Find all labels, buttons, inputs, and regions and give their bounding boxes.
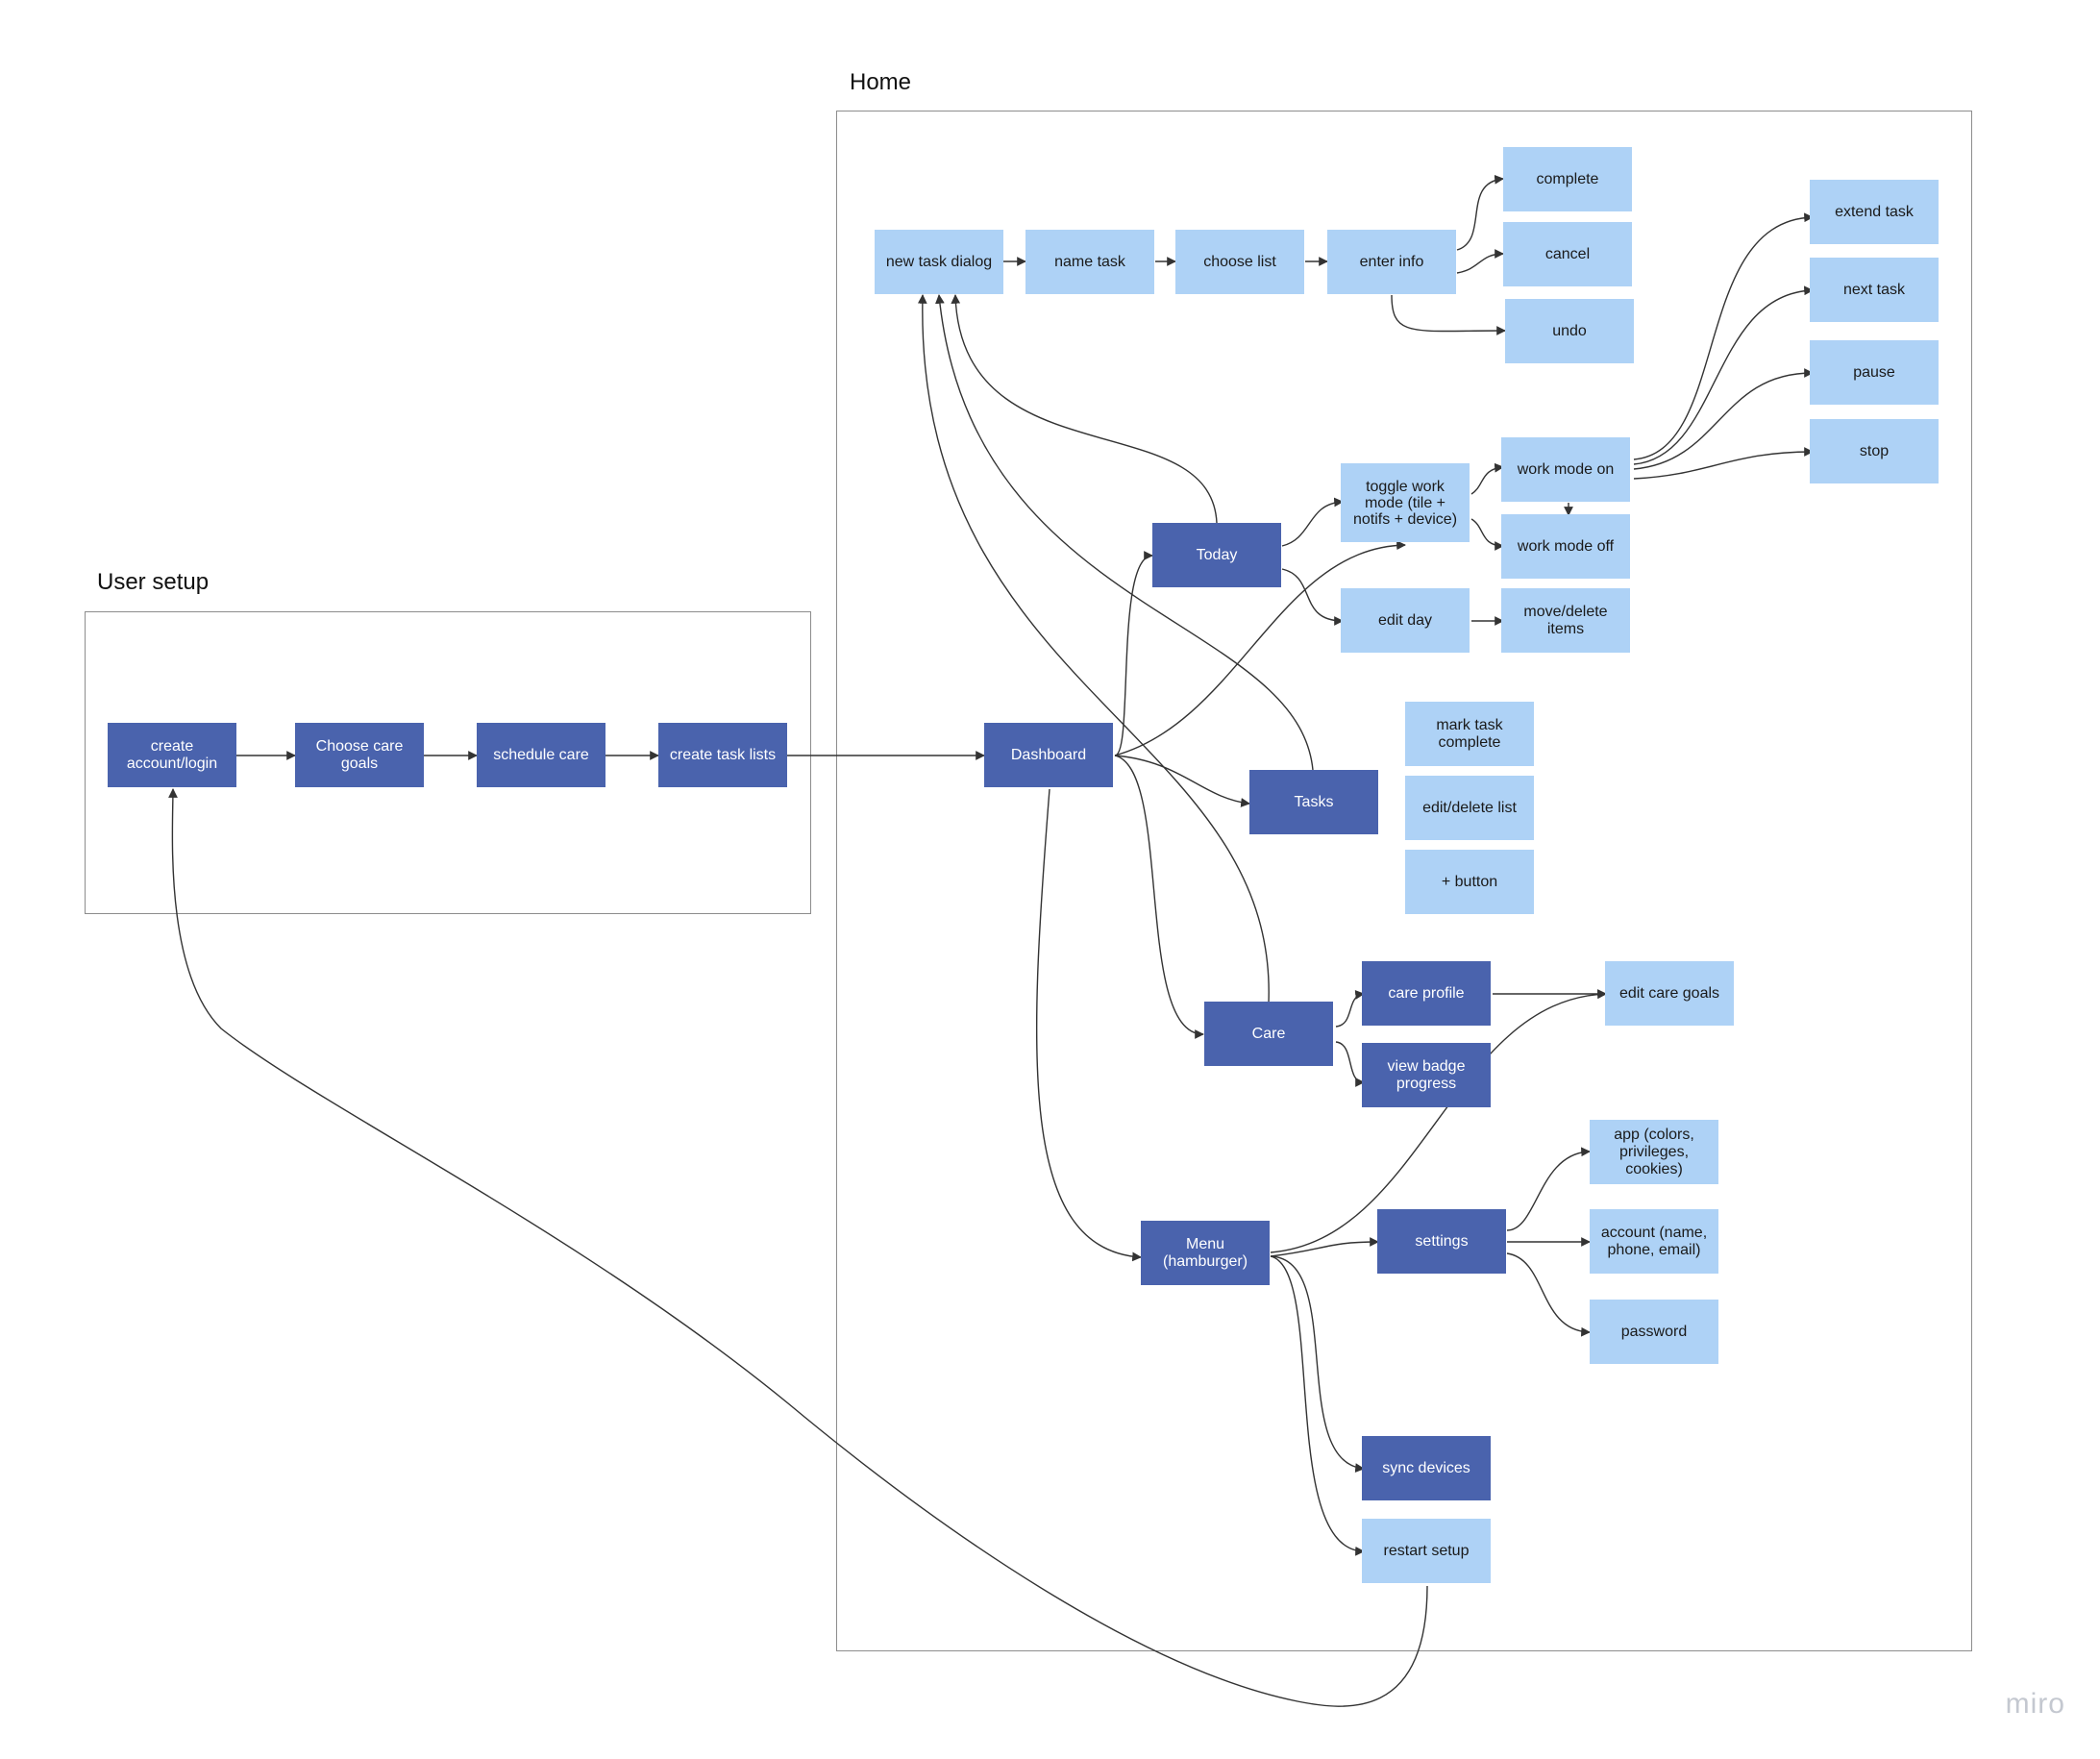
edge-care-to-dialog [917,294,1270,1003]
edge-toggle-to-on [1470,462,1504,495]
edge-on-to-next [1633,285,1814,465]
node-care-profile[interactable]: care profile [1362,961,1491,1026]
miro-watermark: miro [2005,1688,2065,1720]
node-mark-task-complete[interactable]: mark task complete [1405,702,1534,766]
edge-dashboard-to-toggle [1114,540,1406,756]
node-edit-care-goals[interactable]: edit care goals [1605,961,1734,1026]
node-dashboard[interactable]: Dashboard [984,723,1113,787]
node-app-settings[interactable]: app (colors, privileges, cookies) [1590,1120,1718,1184]
node-extend-task[interactable]: extend task [1810,180,1939,244]
node-create-account[interactable]: create account/login [108,723,236,787]
node-move-delete-items[interactable]: move/delete items [1501,588,1630,653]
node-today[interactable]: Today [1152,523,1281,587]
node-schedule-care[interactable]: schedule care [477,723,605,787]
edge-info-to-undo [1391,294,1506,335]
frame-title-user-setup: User setup [97,569,210,595]
node-toggle-work-mode[interactable]: toggle work mode (tile + notifs + device… [1341,463,1470,542]
edge-menu-to-settings [1270,1237,1379,1257]
edge-today-to-dialog [951,294,1218,524]
node-sync-devices[interactable]: sync devices [1362,1436,1491,1500]
edge-today-to-editday [1281,568,1344,626]
node-care[interactable]: Care [1204,1002,1333,1066]
edge-care-to-badge [1335,1041,1365,1087]
node-new-task-dialog[interactable]: new task dialog [875,230,1003,294]
node-tasks[interactable]: Tasks [1249,770,1378,834]
node-complete[interactable]: complete [1503,147,1632,211]
node-settings[interactable]: settings [1377,1209,1506,1274]
node-choose-list[interactable]: choose list [1175,230,1304,294]
node-next-task[interactable]: next task [1810,258,1939,322]
edge-dashboard-to-tasks [1114,755,1250,807]
frame-user-setup [85,611,811,914]
node-account-settings[interactable]: account (name, phone, email) [1590,1209,1718,1274]
edge-settings-to-password [1506,1252,1591,1337]
node-menu-hamburger[interactable]: Menu (hamburger) [1141,1221,1270,1285]
edge-dashboard-to-menu [1035,788,1142,1262]
frame-title-home: Home [850,69,912,95]
edge-on-to-stop [1633,447,1814,480]
edge-info-to-complete [1456,174,1504,251]
edge-settings-to-app [1506,1147,1591,1231]
node-enter-info[interactable]: enter info [1327,230,1456,294]
node-stop[interactable]: stop [1810,419,1939,483]
node-restart-setup[interactable]: restart setup [1362,1519,1491,1583]
edge-on-to-extend [1633,212,1814,460]
edge-on-to-pause [1633,368,1814,470]
node-view-badge-progress[interactable]: view badge progress [1362,1043,1491,1107]
edge-info-to-cancel [1456,249,1504,274]
node-plus-button[interactable]: + button [1405,850,1534,914]
edge-care-to-profile [1335,990,1365,1028]
node-edit-delete-list[interactable]: edit/delete list [1405,776,1534,840]
node-cancel[interactable]: cancel [1503,222,1632,286]
node-undo[interactable]: undo [1505,299,1634,363]
node-work-mode-on[interactable]: work mode on [1501,437,1630,502]
node-name-task[interactable]: name task [1025,230,1154,294]
node-create-task-lists[interactable]: create task lists [658,723,787,787]
node-edit-day[interactable]: edit day [1341,588,1470,653]
frame-home [836,111,1972,1651]
edge-dashboard-to-care [1114,755,1204,1039]
node-password[interactable]: password [1590,1300,1718,1364]
node-work-mode-off[interactable]: work mode off [1501,514,1630,579]
node-choose-care-goals[interactable]: Choose care goals [295,723,424,787]
edge-today-to-toggle [1281,497,1344,547]
edge-toggle-to-off [1470,518,1504,551]
node-pause[interactable]: pause [1810,340,1939,405]
edge-dashboard-to-today [1114,551,1153,756]
edge-menu-to-goals [1270,989,1607,1253]
edge-menu-to-restart [1270,1255,1365,1556]
edge-menu-to-sync [1270,1255,1365,1473]
edge-restart-to-create [168,788,1428,1707]
